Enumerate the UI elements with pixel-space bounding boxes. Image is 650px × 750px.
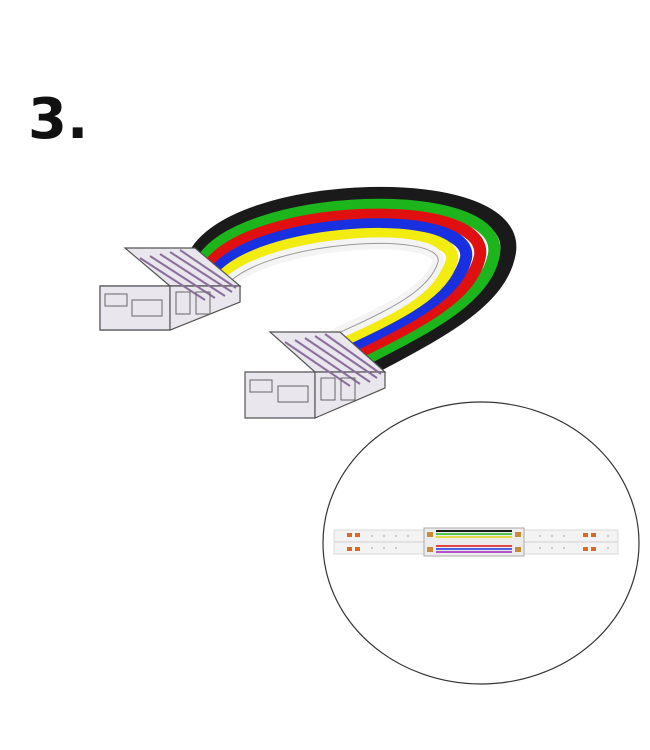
cable-bundle-icon (187, 186, 517, 373)
wire-black (187, 186, 517, 373)
wire-yellow (212, 228, 458, 346)
wire-blue (206, 218, 473, 352)
connector-right-icon (244, 331, 387, 419)
wire-red (200, 208, 487, 358)
led-strip-icon (333, 527, 619, 557)
detail-view (322, 401, 640, 685)
wire-green (194, 198, 501, 364)
step-number: 3. (28, 87, 89, 152)
connector-left-icon (99, 247, 242, 331)
